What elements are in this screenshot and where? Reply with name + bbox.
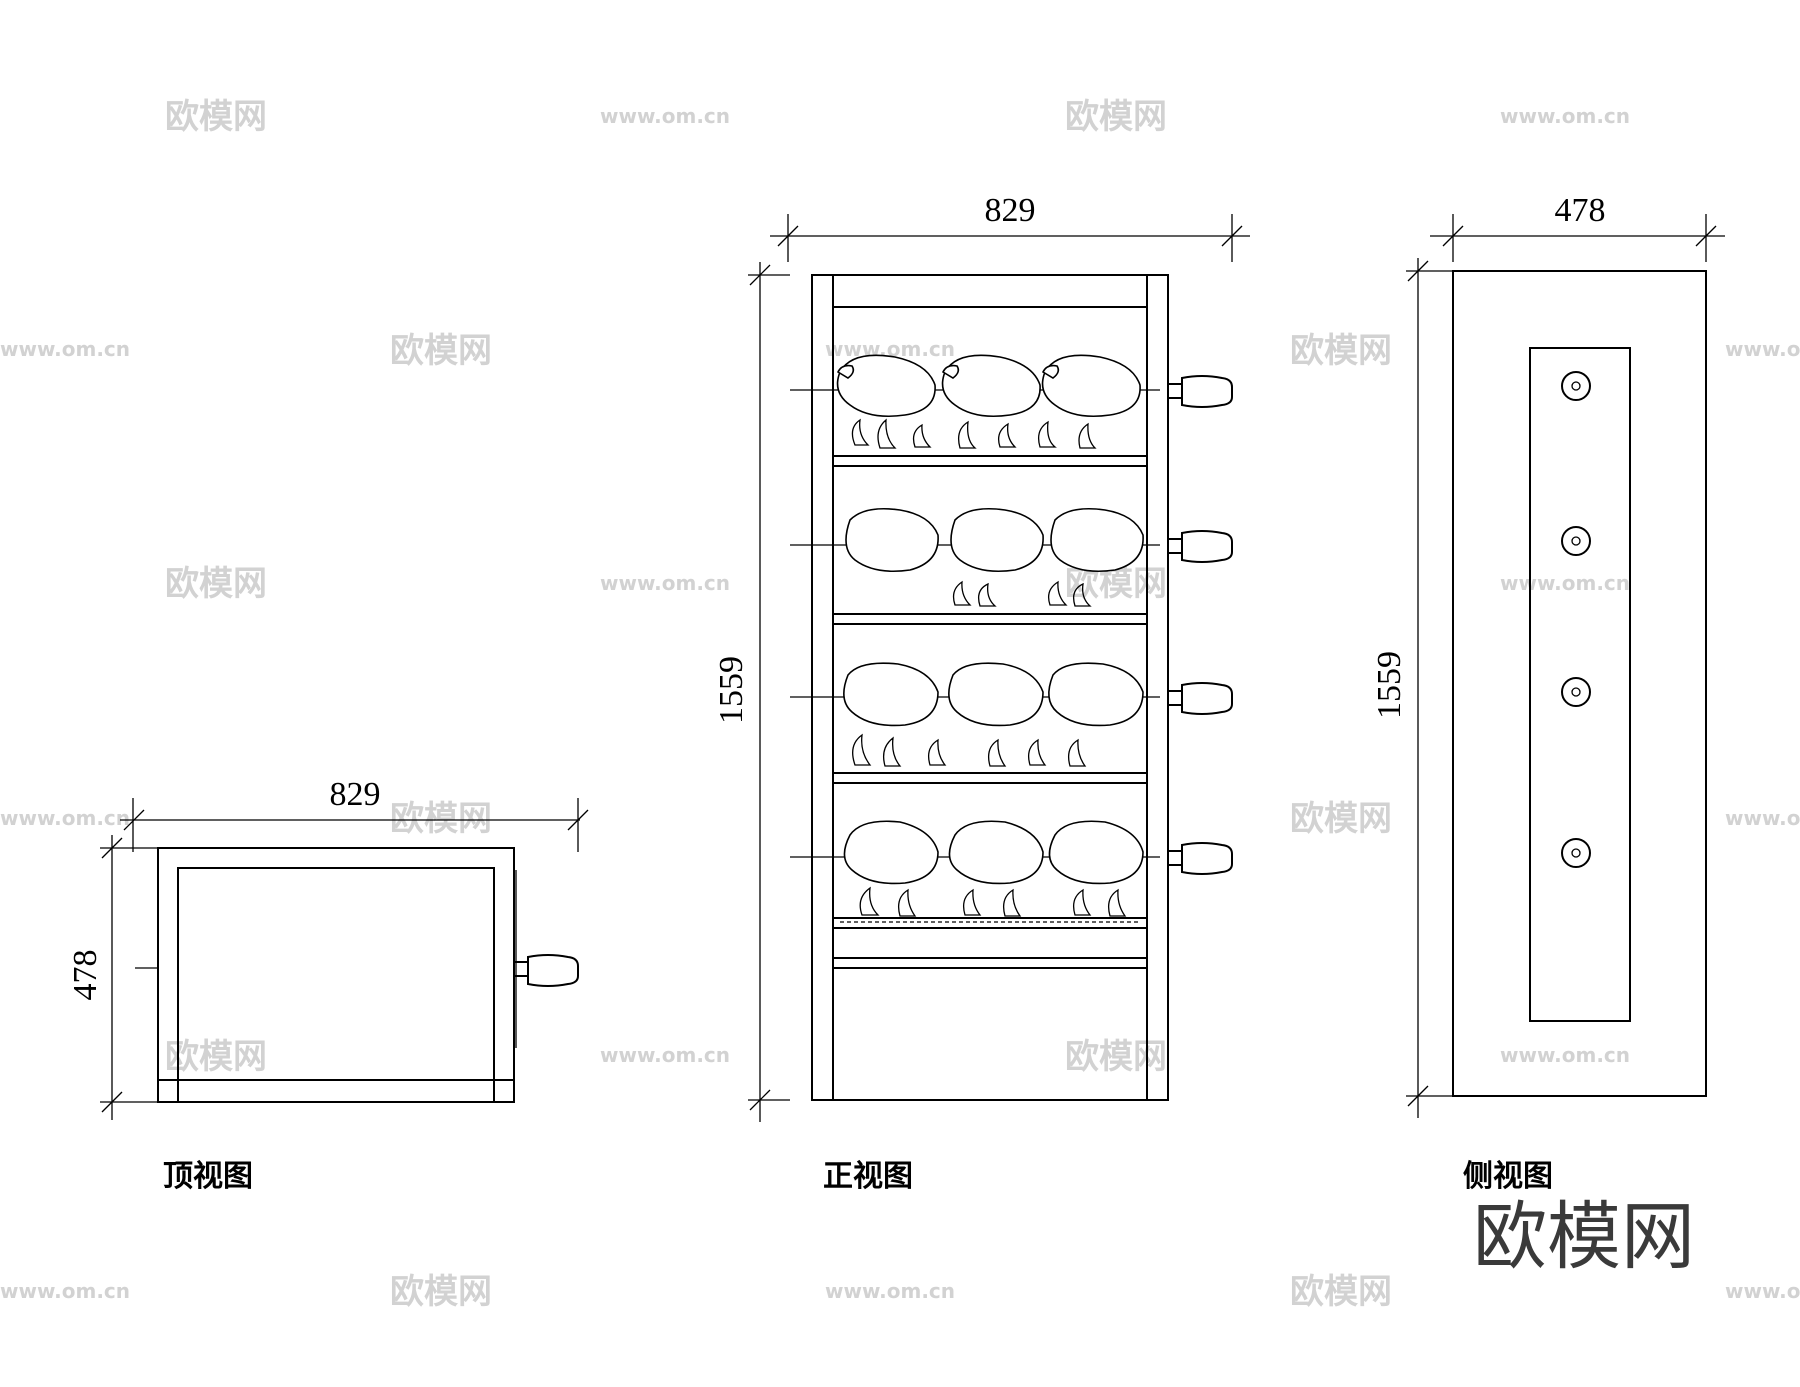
front-view-width-label: 829 (985, 192, 1036, 229)
side-view-width-label: 478 (1555, 192, 1606, 229)
front-view-tier-1 (790, 354, 1233, 449)
side-view-panel (1529, 347, 1631, 1022)
front-view-tier-3 (790, 662, 1233, 767)
front-view-title: 正视图 (823, 1159, 913, 1194)
front-view-outline (811, 274, 1169, 1101)
side-view-height-dimension: 1559 (1371, 258, 1453, 1118)
watermark-logo: 欧模网 (1290, 799, 1392, 839)
top-view-handle (513, 954, 579, 987)
watermark-logo: 欧模网 (390, 799, 492, 839)
watermark-layer: 欧模网 欧模网 欧模网 欧模网 欧模网 欧模网 欧模网 欧模网 欧模网 欧模网 … (0, 97, 1800, 1312)
front-view-width-dimension: 829 (770, 192, 1250, 262)
watermark-url: www.om.cn (1500, 571, 1630, 595)
front-view-height-label: 1559 (713, 656, 750, 724)
front-view-tier-2 (790, 507, 1233, 607)
top-view-leg-left (157, 1079, 179, 1103)
watermark-url: www.om.cn (825, 1279, 955, 1303)
side-view-outline (1452, 270, 1707, 1097)
front-view-tier-4 (790, 820, 1233, 917)
top-view: 829 478 顶视图 (67, 776, 589, 1194)
watermark-logo: 欧模网 (1065, 97, 1167, 137)
top-view-width-dimension: 829 (120, 776, 589, 852)
watermark-logo: 欧模网 (1290, 331, 1392, 371)
watermark-url: www.om.cn (1725, 337, 1800, 361)
top-view-inner-panel (177, 867, 495, 1081)
watermark-url: www.om.cn (0, 337, 130, 361)
watermark-logo: 欧模网 (165, 1037, 267, 1077)
watermark-logo: 欧模网 (165, 564, 267, 604)
watermark-url: www.om.cn (0, 806, 130, 830)
brand-logo: 欧模网 (1473, 1194, 1695, 1280)
watermark-url: www.om.cn (1725, 806, 1800, 830)
top-view-width-label: 829 (330, 776, 381, 813)
watermark-url: www.om.cn (1725, 1279, 1800, 1303)
watermark-logo: 欧模网 (390, 331, 492, 371)
side-view-title: 侧视图 (1463, 1159, 1553, 1194)
watermark-url: www.om.cn (1500, 104, 1630, 128)
front-view-shelves (832, 455, 1148, 969)
top-view-depth-label: 478 (67, 950, 104, 1001)
watermark-logo: 欧模网 (390, 1272, 492, 1312)
watermark-logo: 欧模网 (1290, 1272, 1392, 1312)
watermark-url: www.om.cn (1500, 1043, 1630, 1067)
front-view-height-dimension: 1559 (713, 262, 790, 1122)
top-view-leg-right (493, 1079, 515, 1103)
front-view: 829 1559 (713, 192, 1250, 1194)
watermark-url: www.om.cn (600, 571, 730, 595)
watermark-url: www.om.cn (600, 104, 730, 128)
watermark-url: www.om.cn (0, 1279, 130, 1303)
watermark-logo: 欧模网 (165, 97, 267, 137)
watermark-logo: 欧模网 (1065, 1037, 1167, 1077)
top-view-title: 顶视图 (163, 1159, 253, 1194)
side-view-rotisserie-bearings (1561, 371, 1591, 868)
side-view-height-label: 1559 (1371, 651, 1408, 719)
side-view-width-dimension: 478 (1430, 192, 1725, 262)
top-view-depth-dimension: 478 (67, 835, 158, 1120)
side-view: 478 1559 侧视图 (1371, 192, 1725, 1194)
watermark-url: www.om.cn (600, 1043, 730, 1067)
